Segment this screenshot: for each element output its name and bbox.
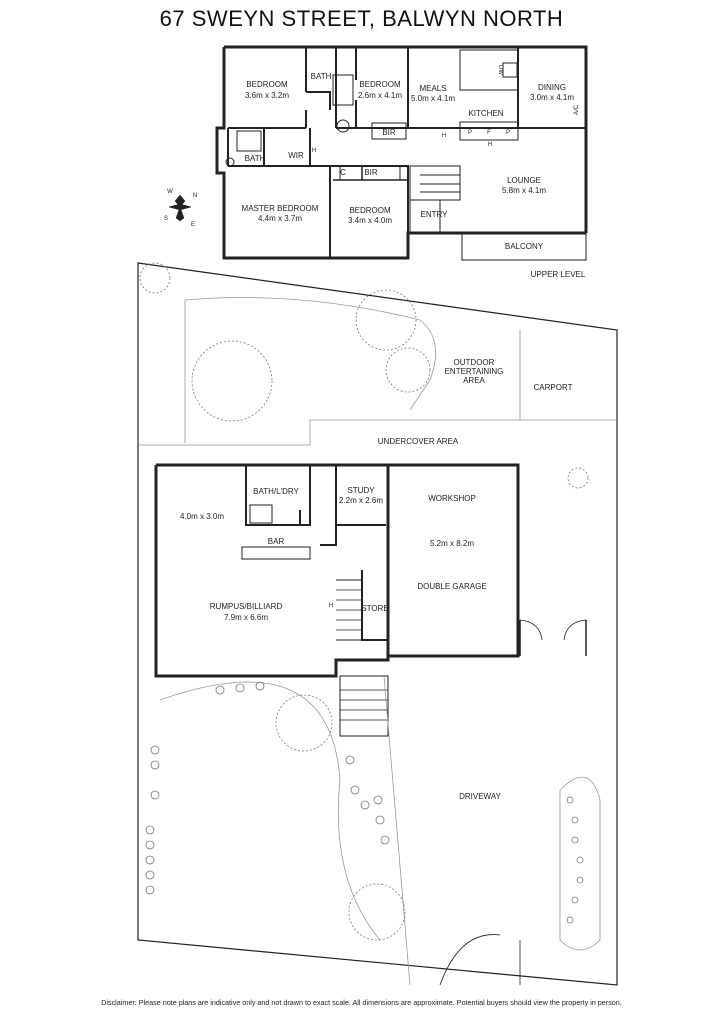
bedroom3-dims: 3.4m x 4.0m	[348, 216, 392, 225]
bedroom1-label: BEDROOM	[246, 80, 288, 89]
c-label: C	[340, 168, 346, 177]
balcony-label: BALCONY	[505, 242, 544, 251]
compass-n: N	[193, 193, 197, 199]
room-dims-label: 4.0m x 3.0m	[180, 512, 224, 521]
outdoor-label-line3: AREA	[463, 376, 485, 385]
meals-label: MEALS	[419, 84, 446, 93]
rumpus-label: RUMPUS/BILLIARD	[210, 602, 283, 611]
garage-dims: 5.2m x 8.2m	[430, 539, 474, 548]
p2-label: P	[506, 130, 510, 136]
bedroom1-dims: 3.6m x 3.2m	[245, 91, 289, 100]
disclaimer-text: Disclaimer: Please note plans are indica…	[101, 998, 622, 1007]
bir1-label: BIR	[382, 128, 396, 137]
kitchen-label: KITCHEN	[468, 109, 503, 118]
h1-label: H	[312, 148, 316, 154]
bath1-label: BATH	[311, 72, 332, 81]
carport-label: CARPORT	[534, 383, 573, 392]
shrub-icon	[145, 681, 584, 924]
compass-w: W	[167, 189, 173, 195]
site-plan	[137, 262, 618, 986]
h2-label: H	[442, 133, 446, 139]
dw-label: DW	[497, 65, 503, 75]
rumpus-dims: 7.9m x 6.6m	[224, 613, 268, 622]
bedroom2-label: BEDROOM	[359, 80, 401, 89]
master-bedroom-label: MASTER BEDROOM	[242, 204, 319, 213]
ac-label: A/C	[574, 104, 580, 115]
wir-label: WIR	[288, 151, 304, 160]
bedroom3-label: BEDROOM	[349, 206, 391, 215]
undercover-label: UNDERCOVER AREA	[378, 437, 459, 446]
f-label: F	[487, 130, 491, 136]
dining-label: DINING	[538, 83, 566, 92]
compass-e: E	[191, 222, 195, 228]
h3-label: H	[488, 142, 492, 148]
h-lower-label: H	[329, 603, 333, 609]
lounge-label: LOUNGE	[507, 176, 541, 185]
tree-icon	[139, 262, 589, 941]
lounge-dims: 5.8m x 4.1m	[502, 186, 546, 195]
bar-label: BAR	[268, 537, 285, 546]
p1-label: P	[468, 130, 472, 136]
bath-ldry-label: BATH/L'DRY	[253, 487, 299, 496]
upper-level-plan	[215, 45, 588, 261]
bath2-label: BATH	[245, 154, 266, 163]
floorplan-title: 67 SWEYN STREET, BALWYN NORTH	[159, 6, 564, 31]
meals-dims: 5.0m x 4.1m	[411, 94, 455, 103]
store-label: STORE	[361, 604, 388, 613]
master-bedroom-dims: 4.4m x 3.7m	[258, 214, 302, 223]
bedroom2-dims: 2.6m x 4.1m	[358, 91, 402, 100]
workshop-label: WORKSHOP	[428, 494, 476, 503]
entry-label: ENTRY	[421, 210, 449, 219]
study-label: STUDY	[347, 486, 375, 495]
driveway-label: DRIVEWAY	[459, 792, 501, 801]
bir2-label: BIR	[364, 168, 378, 177]
dining-dims: 3.0m x 4.1m	[530, 93, 574, 102]
upper-level-label: UPPER LEVEL	[531, 270, 586, 279]
compass-icon	[168, 194, 192, 222]
garage-label: DOUBLE GARAGE	[417, 582, 486, 591]
compass-s: S	[164, 216, 168, 222]
outdoor-label-line1: OUTDOOR	[454, 358, 495, 367]
outdoor-label-line2: ENTERTAINING	[445, 367, 504, 376]
study-dims: 2.2m x 2.6m	[339, 496, 383, 505]
